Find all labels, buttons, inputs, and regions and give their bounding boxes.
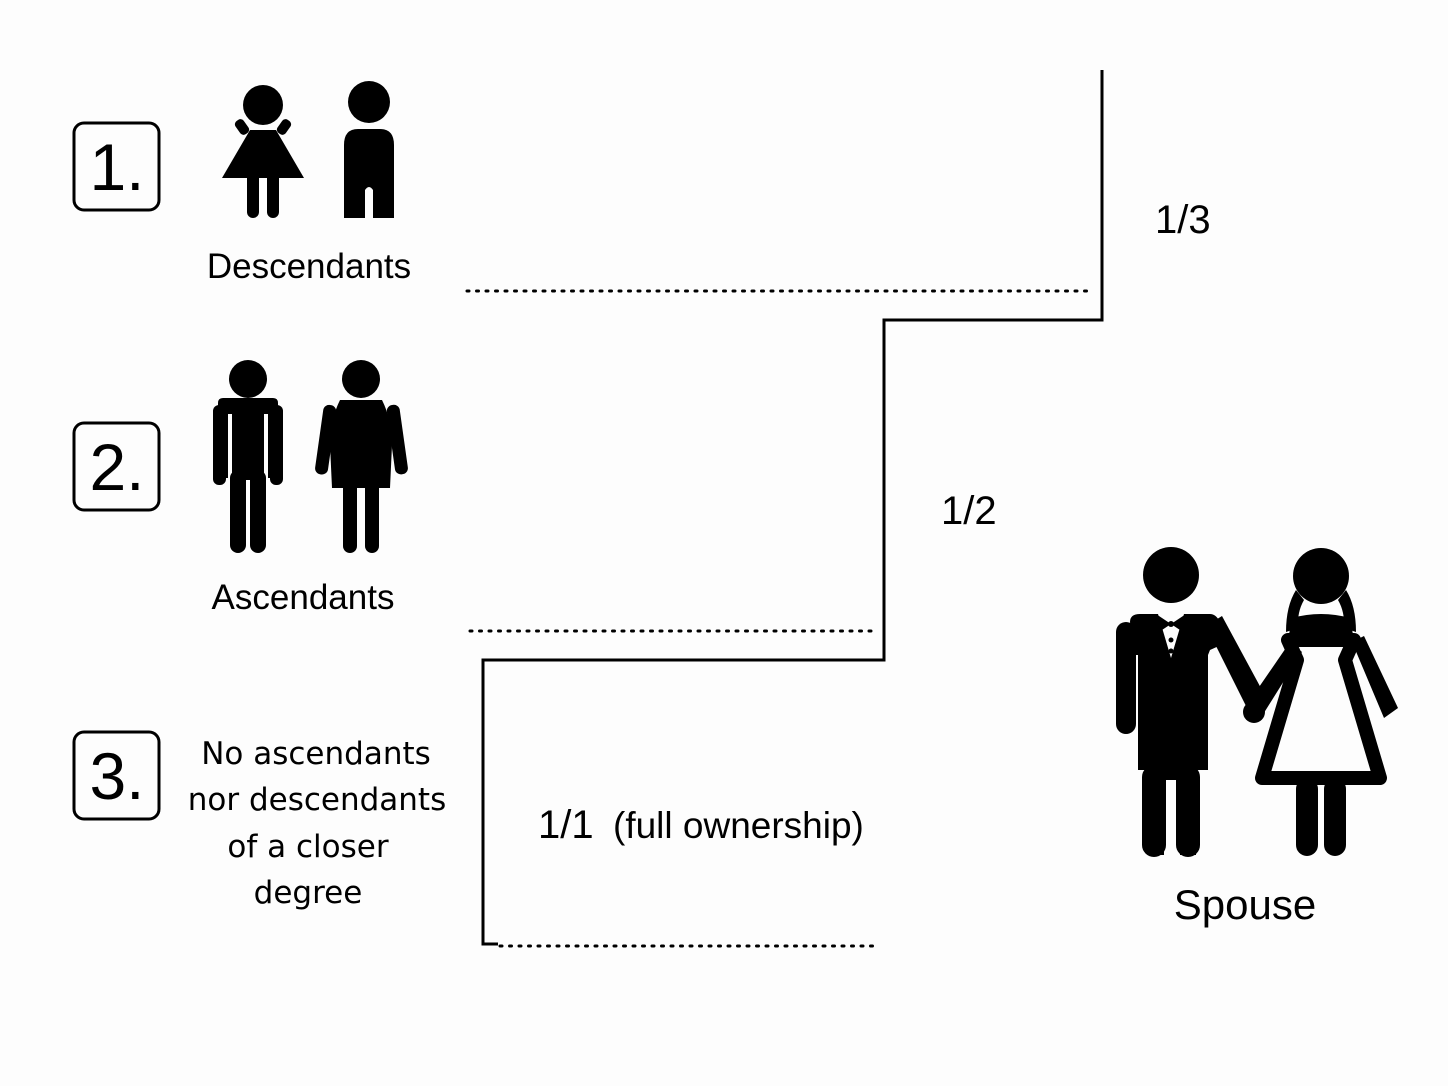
row-3: 3. No ascendants nor descendants of a cl… [72,730,447,911]
descendants-label: Descendants [207,247,411,286]
full-ownership-note: (full ownership) [613,805,864,846]
woman-icon [315,360,408,553]
share-1-1: 1/1 [538,803,594,847]
row-2: 2. Ascendants [72,360,408,617]
share-1-3: 1/3 [1155,198,1211,242]
no-closer-relatives-line-2: nor descendants [188,782,447,818]
row-1: 1. Descendants [72,81,411,286]
girl-icon [222,85,304,218]
no-closer-relatives-line-3: of a closer [227,829,388,865]
number-box-1 [72,121,161,212]
share-1-2: 1/2 [941,489,997,533]
no-closer-relatives-line-1: No ascendants [201,736,431,772]
share-staircase [481,70,1104,946]
man-icon [213,360,283,553]
ascendants-label: Ascendants [212,578,395,617]
number-box-3 [72,730,161,821]
number-1: 1. [89,130,144,204]
number-box-2 [72,421,161,512]
spouse-label: Spouse [1174,881,1316,928]
number-2: 2. [89,430,144,504]
boy-icon [344,81,394,218]
no-closer-relatives-line-4: degree [254,875,363,911]
number-3: 3. [89,739,144,813]
bride-and-groom-icon [1116,547,1398,857]
